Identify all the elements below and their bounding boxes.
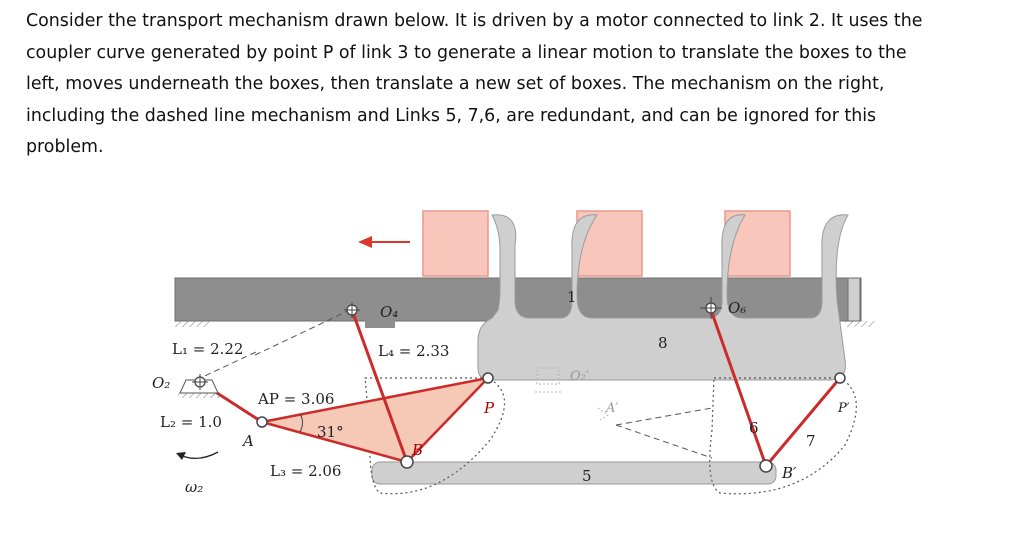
joint-o4 [344,302,360,318]
label-l4: L₄ = 2.33 [378,342,449,360]
joint-a [256,416,268,428]
joint-p-prime [834,372,846,384]
link-6 [709,309,768,467]
label-l1: L₁ = 2.22 [172,340,243,358]
transport-tray [371,214,849,485]
label-link8: 8 [658,334,668,352]
label-o4: O₄ [380,303,398,321]
problem-statement: Consider the transport mechanism drawn b… [26,6,1001,164]
problem-line-3: left, moves underneath the boxes, then t… [26,74,885,94]
ground-hatch-right [845,321,875,327]
base-link-5 [371,461,777,485]
angle-arc [299,413,303,433]
label-p-prime: P′ [837,401,850,416]
label-o2: O₂ [152,374,170,392]
problem-line-4: including the dashed line mechanism and … [26,105,877,126]
label-link1: 1 [567,288,577,306]
coupler-curve [364,377,857,495]
label-o6: O₆ [728,299,746,317]
ground-hatch-left [175,321,210,327]
joint-p [482,372,494,384]
label-a: A [241,432,254,450]
joint-o6 [700,297,722,319]
problem-line-1: Consider the transport mechanism drawn b… [26,11,923,31]
label-omega2: ω₂ [185,478,203,496]
label-p: P [483,399,495,417]
redundant-dashed-links [195,309,713,459]
o2-pivot-ground [178,374,220,398]
box-1 [422,210,489,277]
label-b-prime: B′ [781,464,797,482]
label-link7: 7 [806,432,816,450]
o2-prime-ghost [535,367,609,421]
label-link6: 6 [749,419,759,437]
direction-arrow [358,236,410,248]
problem-line-2: coupler curve generated by point P of li… [26,42,907,63]
joint-b-prime [759,459,773,473]
label-l3: L₃ = 2.06 [270,462,341,480]
omega-arrow [176,451,219,460]
label-link5: 5 [582,467,592,485]
label-o2-prime: O₂′ [570,369,589,384]
label-l2: L₂ = 1.0 [160,413,222,431]
link-7 [764,377,842,467]
link-4 [350,309,409,463]
problem-line-5: problem. [26,137,104,157]
label-angle: 31° [317,423,344,441]
label-b: B [411,441,423,459]
label-ap: AP = 3.06 [257,390,334,408]
joint-b [400,455,414,469]
label-a-prime: A′ [605,401,618,416]
ground-frame-end [847,277,861,322]
